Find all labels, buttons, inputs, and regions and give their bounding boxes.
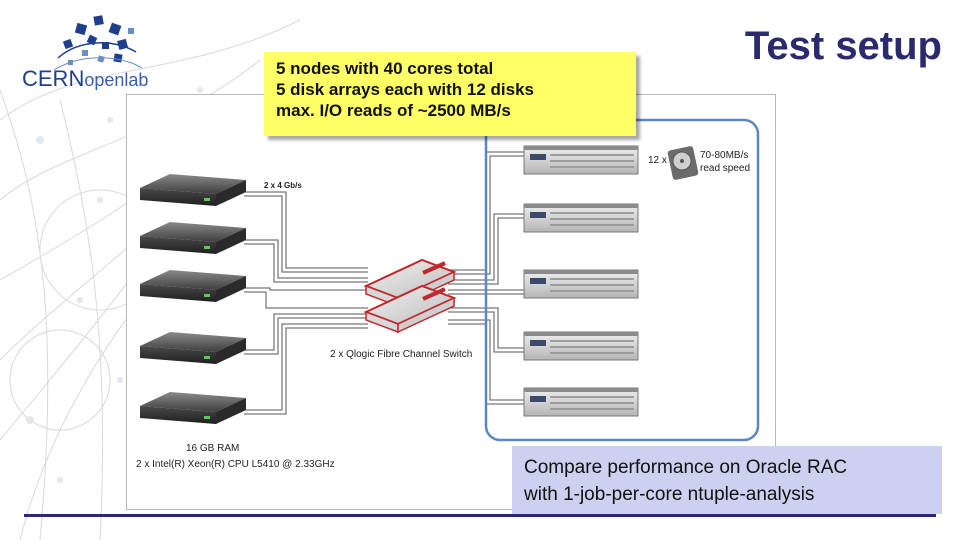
callout-line: 5 nodes with 40 cores total [276, 59, 494, 78]
page-title: Test setup [744, 24, 942, 68]
disk-array [523, 203, 639, 233]
hard-disk-icon [667, 146, 699, 180]
disk-array [523, 387, 639, 417]
array-wires [448, 151, 526, 405]
logo-text-main: CERN [22, 66, 85, 91]
note-line: Compare performance on Oracle RAC [524, 457, 848, 478]
disk-array [523, 269, 639, 299]
callout-line: max. I/O reads of ~2500 MB/s [276, 101, 511, 120]
note-line: with 1-job-per-core ntuple-analysis [524, 484, 815, 505]
footer-divider [24, 514, 936, 517]
cern-openlab-logo [53, 15, 143, 71]
server-cpu-label: 2 x Intel(R) Xeon(R) CPU L5410 @ 2.33GHz [136, 459, 335, 470]
network-diagram: 2 x 4 Gb/s 2 x Qlogic Fibre Channel Swit… [136, 118, 760, 470]
server-wires [244, 191, 368, 415]
server-node [140, 270, 246, 302]
disk-array [523, 145, 639, 175]
callout-line: 5 disk arrays each with 12 disks [276, 80, 534, 99]
server-link-label: 2 x 4 Gb/s [264, 181, 302, 190]
disk-array [523, 331, 639, 361]
disk-speed-note: read speed [700, 163, 750, 174]
disk-speed-label: 70-80MB/s [700, 150, 748, 161]
summary-callout: 5 nodes with 40 cores total 5 disk array… [264, 52, 636, 136]
server-node [140, 392, 246, 424]
server-ram-label: 16 GB RAM [186, 443, 239, 454]
server-node [140, 222, 246, 254]
disk-count-label: 12 x [648, 155, 667, 166]
logo-text-sub: openlab [84, 70, 149, 90]
switch-label: 2 x Qlogic Fibre Channel Switch [330, 349, 472, 360]
server-node [140, 174, 246, 206]
comparison-note: Compare performance on Oracle RAC with 1… [512, 446, 942, 514]
logo-wordmark: CERNopenlab [22, 66, 148, 92]
server-node [140, 332, 246, 364]
fc-switch [363, 284, 457, 334]
